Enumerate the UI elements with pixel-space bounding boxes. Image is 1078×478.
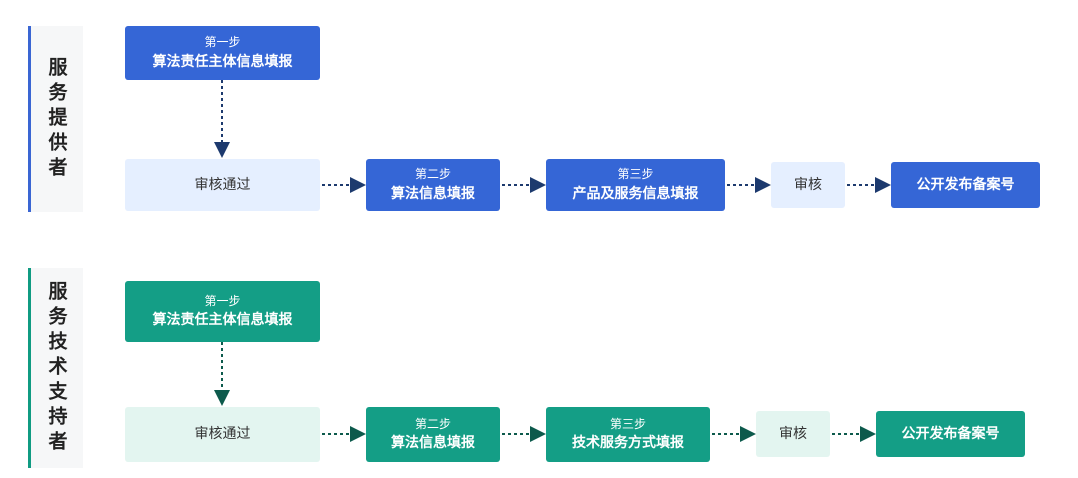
lane-label-tech-support-text: 服务技术支持者	[45, 280, 68, 456]
provider-review-box: 审核	[771, 162, 845, 208]
tech-review-text: 审核	[779, 425, 807, 442]
tech-step1-box: 第一步 算法责任主体信息填报	[125, 281, 320, 342]
provider-step1-sub: 第一步	[204, 35, 241, 50]
tech-publish-box: 公开发布备案号	[876, 411, 1025, 457]
tech-audit-pass-text: 审核通过	[194, 426, 251, 443]
provider-step3-main: 产品及服务信息填报	[572, 185, 699, 202]
tech-step2-sub: 第二步	[414, 416, 451, 431]
provider-step2-sub: 第二步	[414, 167, 451, 182]
lane-label-provider: 服务提供者	[28, 26, 83, 212]
provider-step2-main: 算法信息填报	[391, 185, 475, 202]
tech-step2-box: 第二步 算法信息填报	[366, 407, 500, 462]
tech-step3-main: 技术服务方式填报	[572, 435, 684, 452]
provider-audit-pass-text: 审核通过	[194, 176, 251, 193]
provider-audit-pass-box: 审核通过	[125, 159, 320, 211]
provider-publish-text: 公开发布备案号	[916, 176, 1015, 193]
tech-step3-box: 第三步 技术服务方式填报	[546, 407, 710, 462]
tech-step1-main: 算法责任主体信息填报	[152, 312, 293, 329]
lane-label-tech-support: 服务技术支持者	[28, 268, 83, 468]
lane-label-provider-text: 服务提供者	[45, 56, 68, 182]
tech-step2-main: 算法信息填报	[391, 435, 475, 452]
tech-review-box: 审核	[756, 411, 830, 457]
tech-publish-text: 公开发布备案号	[901, 425, 1000, 442]
provider-review-text: 审核	[794, 176, 822, 193]
provider-step2-box: 第二步 算法信息填报	[366, 159, 500, 211]
provider-step1-main: 算法责任主体信息填报	[152, 53, 293, 70]
tech-step1-sub: 第一步	[204, 293, 241, 308]
provider-publish-box: 公开发布备案号	[891, 162, 1040, 208]
provider-step1-box: 第一步 算法责任主体信息填报	[125, 26, 320, 80]
provider-step3-box: 第三步 产品及服务信息填报	[546, 159, 725, 211]
tech-step3-sub: 第三步	[609, 416, 646, 431]
provider-step3-sub: 第三步	[617, 167, 654, 182]
tech-audit-pass-box: 审核通过	[125, 407, 320, 462]
